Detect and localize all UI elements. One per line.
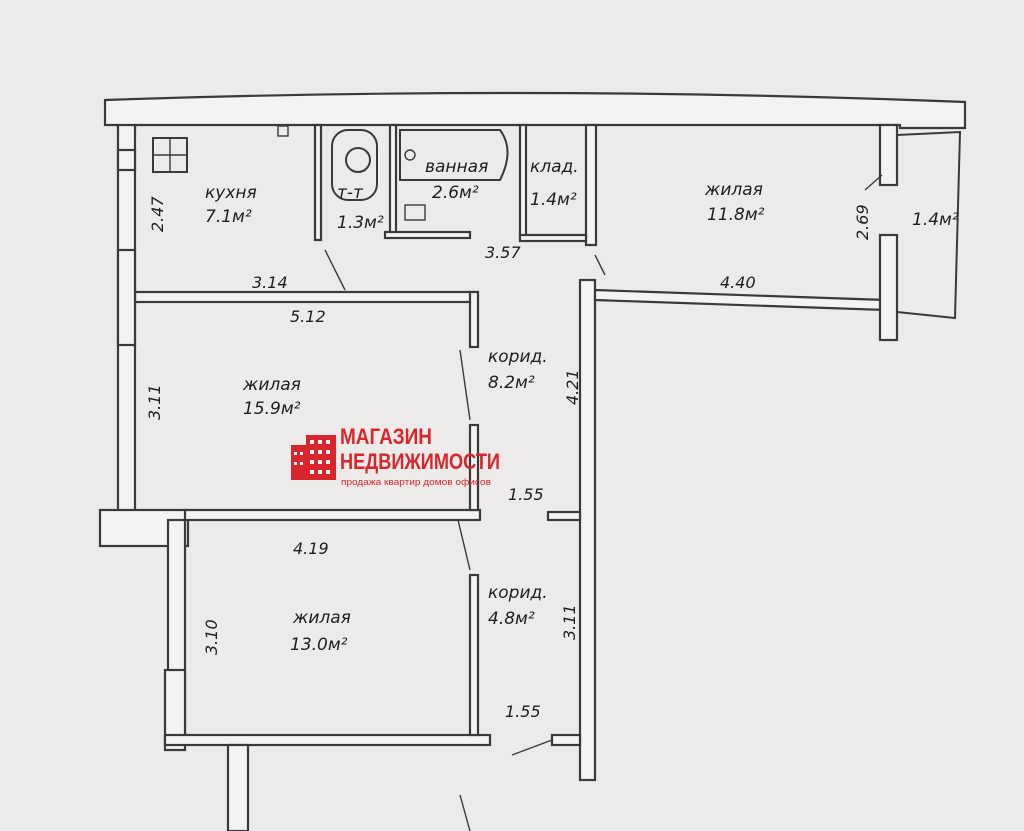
dim-corridor2-w: 1.55	[505, 702, 541, 721]
corridor1-area: 8.2м²	[488, 373, 535, 393]
walls	[98, 91, 967, 831]
toilet-area: 1.3м²	[337, 213, 384, 233]
watermark-logo: МАГАЗИН НЕДВИЖИМОСТИ продажа квартир дом…	[291, 424, 500, 488]
balcony-area: 1.4м²	[912, 210, 959, 230]
storage-name: клад.	[530, 157, 579, 177]
living1-area: 11.8м²	[707, 205, 765, 225]
toilet-bowl-icon	[331, 129, 378, 201]
dim-corridor2-h: 3.11	[560, 604, 579, 640]
dim-living3-w: 4.19	[293, 539, 329, 558]
dim-corridor1-h: 4.21	[563, 369, 582, 405]
logo-line2: НЕДВИЖИМОСТИ	[340, 449, 500, 474]
sink-icon	[277, 125, 289, 137]
building-icon	[291, 435, 336, 480]
dim-bath-w: 3.57	[485, 243, 521, 262]
dim-living1-w: 4.40	[720, 273, 756, 292]
storage-area: 1.4м²	[530, 190, 577, 210]
dim-balcony-h: 2.69	[853, 204, 872, 240]
corridor1-name: корид.	[488, 347, 548, 367]
bath-name: ванная	[425, 157, 488, 177]
living3-area: 13.0м²	[290, 635, 348, 655]
corridor2-area: 4.8м²	[488, 609, 535, 629]
bath-area: 2.6м²	[432, 183, 479, 203]
dim-living2-h: 3.11	[145, 384, 164, 420]
living3-name: жилая	[292, 608, 351, 628]
dim-corridor1-w: 1.55	[508, 485, 544, 504]
corridor2-name: корид.	[488, 583, 548, 603]
dim-kitchen-h: 2.47	[148, 196, 167, 232]
living2-name: жилая	[242, 375, 301, 395]
kitchen-area: 7.1м²	[205, 207, 252, 227]
logo-line1: МАГАЗИН	[340, 424, 432, 449]
dim-living2-w: 5.12	[290, 307, 326, 326]
bathtub-icon	[399, 129, 509, 181]
living2-area: 15.9м²	[243, 399, 301, 419]
dim-kitchen-w: 3.14	[252, 273, 288, 292]
fixtures	[152, 125, 509, 221]
logo-tagline: продажа квартир домов офисов	[341, 477, 491, 488]
dim-living3-h: 3.10	[202, 619, 221, 655]
kitchen-name: кухня	[205, 183, 257, 203]
toilet-name: т-т	[337, 183, 364, 203]
living1-name: жилая	[704, 180, 763, 200]
doors	[324, 174, 883, 831]
